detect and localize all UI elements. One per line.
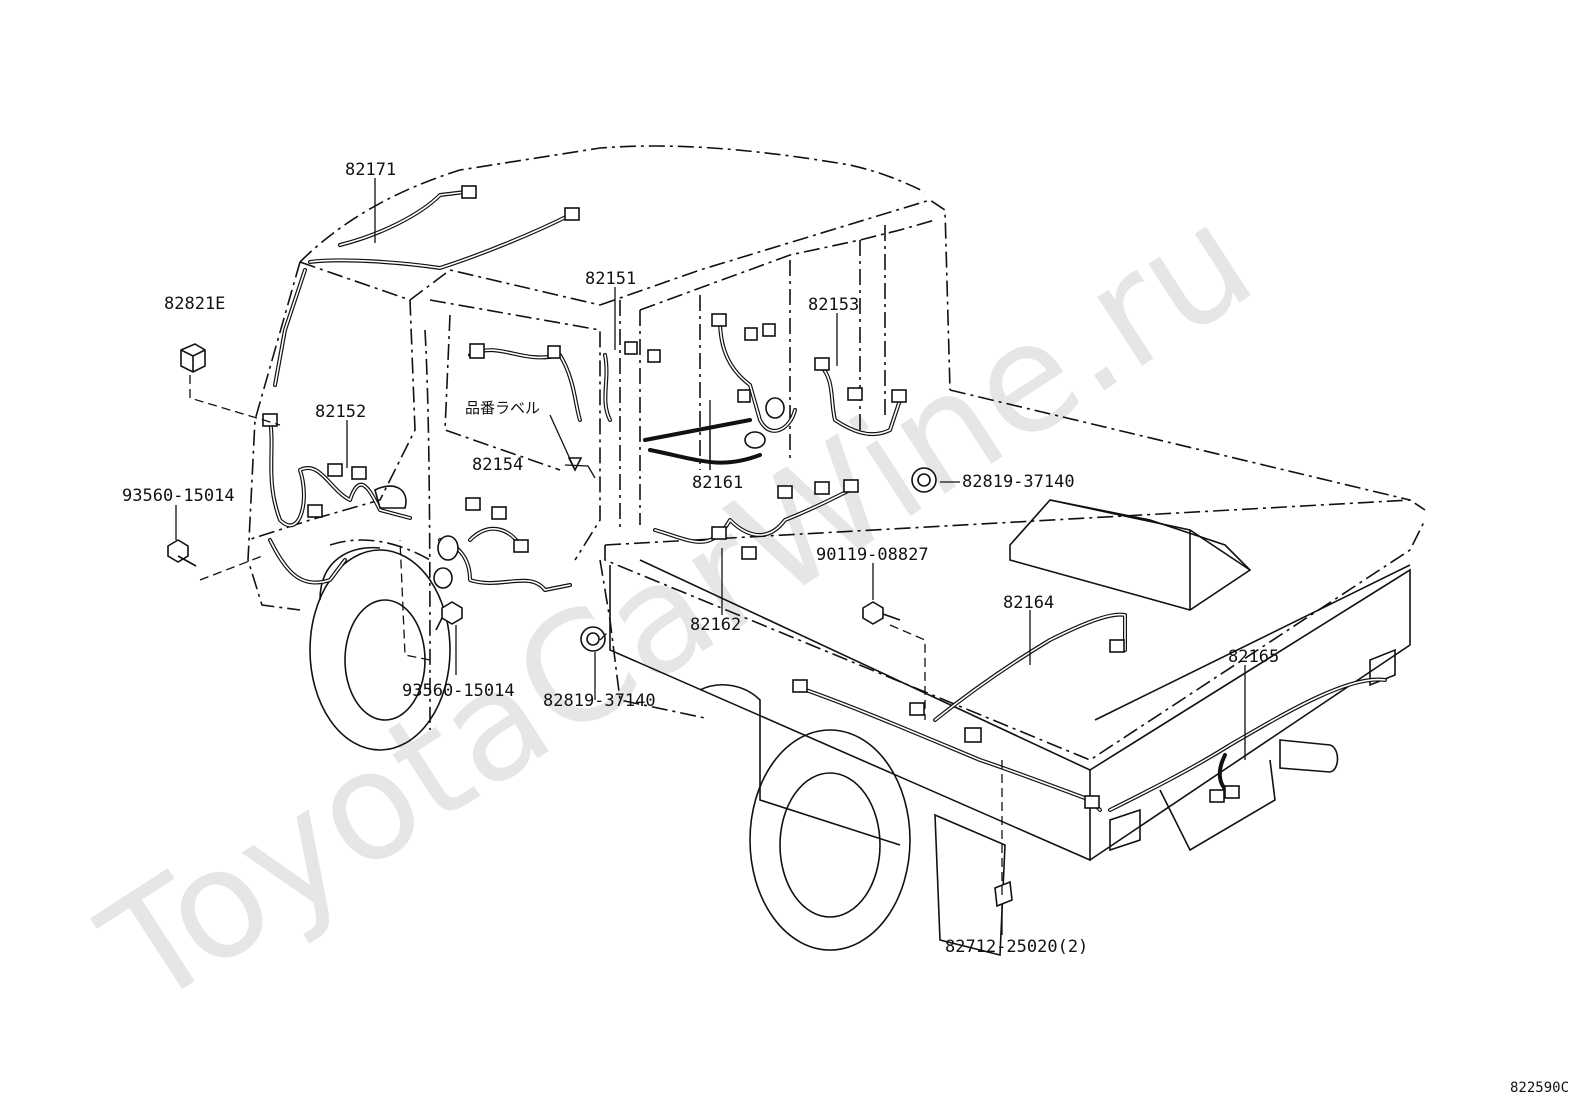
front-wheel <box>309 546 451 751</box>
label-82165: 82165 <box>1228 647 1279 667</box>
label-hinban-label: 品番ラベル <box>465 399 540 417</box>
harness-82161 <box>643 313 797 465</box>
label-82821E: 82821E <box>164 294 225 314</box>
label-82712-25020: 82712-25020(2) <box>945 937 1088 957</box>
cab-outline <box>247 145 951 731</box>
harness-82171 <box>273 185 580 387</box>
bolt-bottom-part <box>435 601 463 631</box>
label-82151: 82151 <box>585 269 636 289</box>
bolt-left-part <box>167 539 197 567</box>
part-labels: 82171 82821E 82151 82153 82152 品番ラベル 821… <box>122 160 1279 957</box>
harness-82152 <box>262 413 412 585</box>
clip-82712-part <box>994 880 1013 908</box>
cargo-bed <box>604 389 1426 862</box>
label-93560-15014-left: 93560-15014 <box>122 486 235 506</box>
label-82154: 82154 <box>472 455 523 475</box>
harness-82162 <box>653 479 859 560</box>
rear-wheel <box>749 729 1006 957</box>
grommet-top-part <box>911 467 937 493</box>
harness-82154 <box>433 497 572 592</box>
leader-lines <box>175 178 1246 935</box>
label-82819-37140-bottom: 82819-37140 <box>543 691 656 711</box>
label-82162: 82162 <box>690 615 741 635</box>
harness-82165 <box>792 677 1387 812</box>
harness-82151 <box>468 341 661 422</box>
label-82152: 82152 <box>315 402 366 422</box>
relay-82821E-part <box>180 343 206 373</box>
harness-82153 <box>814 357 907 437</box>
watermark: ToyotaCarWine.ru <box>74 172 1282 1041</box>
label-90119-08827: 90119-08827 <box>816 545 929 565</box>
label-82164: 82164 <box>1003 593 1054 613</box>
diagram-code: 822590C <box>1510 1080 1569 1096</box>
grommet-bottom-part <box>580 626 606 652</box>
label-82819-37140-top: 82819-37140 <box>962 472 1075 492</box>
label-82171: 82171 <box>345 160 396 180</box>
harness-82164 <box>933 612 1127 743</box>
label-93560-15014-bottom: 93560-15014 <box>402 681 515 701</box>
label-82153: 82153 <box>808 295 859 315</box>
label-82161: 82161 <box>692 473 743 493</box>
bolt-90119-part <box>862 601 901 625</box>
